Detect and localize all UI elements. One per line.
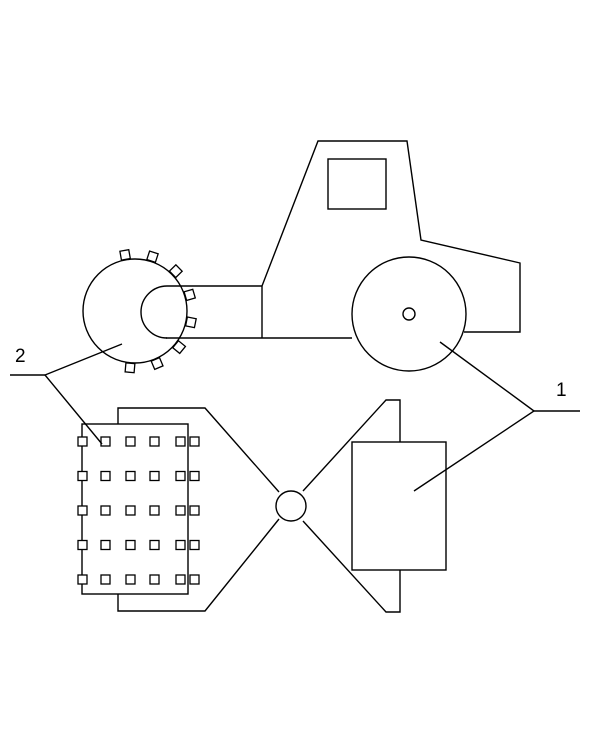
roller-pad	[125, 470, 136, 482]
roller-pad	[77, 539, 88, 551]
roller-pad	[149, 470, 160, 482]
rear-frame	[302, 399, 401, 613]
front-frame-arm-lower	[117, 518, 280, 612]
roller-pad	[125, 505, 136, 516]
callout-2-label: 2	[15, 346, 26, 367]
roller-pad	[175, 505, 186, 516]
engine-block	[351, 441, 447, 571]
roller-pad	[77, 436, 88, 447]
drum-tooth	[146, 250, 159, 264]
roller-pad	[149, 505, 160, 516]
drum-tooth	[124, 362, 136, 374]
roller-pad	[77, 574, 88, 585]
roller-pad	[189, 574, 200, 585]
cab-body	[261, 140, 521, 333]
roller-pad	[100, 574, 111, 585]
roller-pad	[175, 539, 186, 551]
roller-pad	[149, 436, 160, 447]
roller-pad	[100, 470, 111, 482]
roller-pad	[100, 539, 111, 551]
rear-wheel	[351, 256, 467, 372]
callout-1-label: 1	[556, 380, 567, 401]
machine-top-view	[77, 399, 447, 613]
roller-pad	[100, 505, 111, 516]
cab-window	[327, 158, 387, 210]
cutting-drum	[82, 258, 188, 364]
roller-pad	[175, 436, 186, 447]
roller-pad	[77, 505, 88, 516]
roller-pad	[100, 436, 111, 447]
roller-pad	[77, 470, 88, 482]
cutting-drum-teeth	[119, 248, 197, 374]
boom-arm	[140, 285, 262, 339]
roller-pad	[175, 470, 186, 482]
callout-2-leaders	[43, 343, 123, 445]
front-frame-arm	[117, 407, 280, 493]
roller-pad	[189, 470, 200, 482]
drum-tooth	[171, 339, 187, 355]
roller-pad	[125, 436, 136, 447]
drum-tooth	[184, 316, 197, 329]
roller-pad	[189, 539, 200, 551]
roller-pad	[149, 574, 160, 585]
drum-tooth	[119, 248, 132, 261]
roller-pad	[189, 436, 200, 447]
callout-1-leaders	[413, 341, 536, 492]
roller-pad	[175, 574, 186, 585]
callout-2: 2	[10, 343, 123, 445]
callout-1: 1	[413, 341, 580, 492]
roller-pads	[77, 436, 200, 585]
drum-tooth	[150, 356, 164, 371]
rear-wheel-hub	[402, 307, 416, 321]
roller-pad	[189, 505, 200, 516]
drum-tooth	[183, 288, 197, 302]
machine-side-view	[82, 140, 521, 374]
pivot-joint	[275, 490, 307, 522]
roller-pad	[149, 539, 160, 551]
roller-pad	[125, 574, 136, 585]
drum-tooth	[168, 263, 184, 279]
roller-pad	[125, 539, 136, 551]
